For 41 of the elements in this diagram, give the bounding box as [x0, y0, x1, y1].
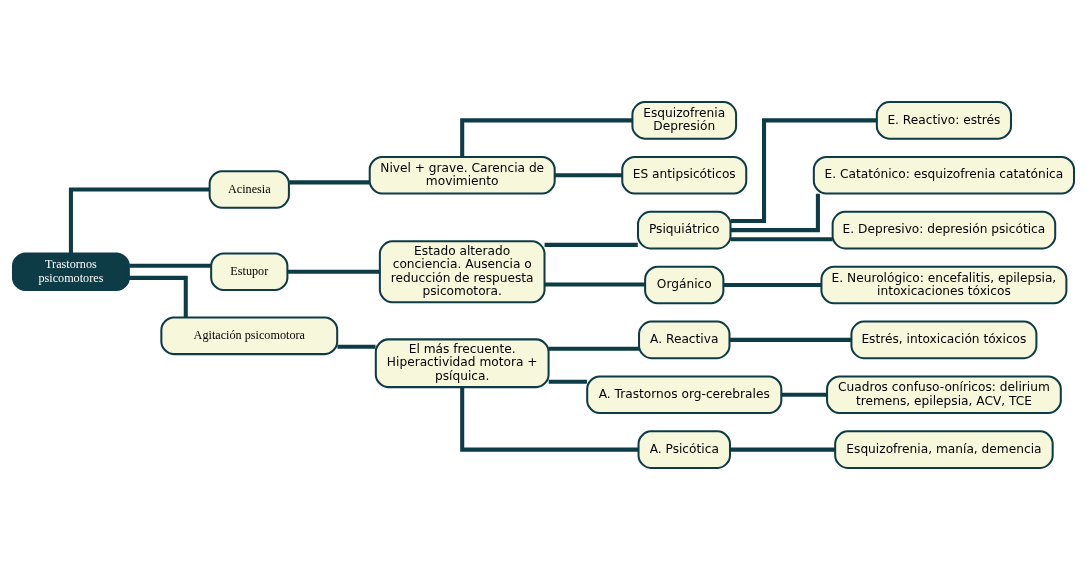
connector	[781, 392, 827, 397]
connector	[460, 117, 633, 157]
node-box: Nivel + grave. Carencia de movimiento	[368, 155, 556, 195]
connector	[723, 282, 822, 287]
connector	[287, 269, 380, 274]
connector	[68, 186, 210, 253]
node-box: E. Reactivo: estrés	[875, 100, 1012, 140]
connector	[730, 447, 835, 452]
node-box: Orgánico	[644, 265, 725, 304]
node-box: A. Trastornos org-cerebrales	[586, 374, 783, 414]
connector	[554, 172, 623, 177]
node-box: A. Reactiva	[638, 320, 731, 359]
node-box: Trastornos psicomotores	[11, 251, 130, 291]
node-box: Acinesia	[208, 169, 290, 209]
node-box: E. Depresivo: depresión psicótica	[831, 210, 1057, 249]
connector	[730, 117, 877, 223]
node-box: Estupor	[210, 251, 289, 291]
connector	[460, 386, 639, 452]
connector	[129, 263, 211, 268]
node-box: ES antipsicóticos	[621, 155, 748, 195]
connector	[729, 337, 852, 342]
connector	[544, 281, 645, 287]
node-box: Estado alterado conciencia. Ausencia o reducción de respuesta psicomotora.	[378, 239, 546, 303]
node-box: E. Neurológico: encefalitis, epilepsia, intoxicaciones tóxicos	[820, 265, 1068, 304]
node-box: A. Psicótica	[637, 429, 731, 469]
node-box: Cuadros confuso-oníricos: delirium tremens, epilepsia, ACV, TCE	[826, 374, 1062, 414]
node-box: Agitación psicomotora	[160, 316, 339, 355]
connector	[544, 242, 638, 247]
connector	[548, 379, 587, 384]
connector	[129, 275, 188, 317]
connector	[730, 236, 833, 241]
node-box: E. Catatónico: esquizofrenia catatónica	[812, 155, 1076, 195]
node-box: El más frecuente. Hiperactividad motora + psíquica.	[374, 337, 550, 388]
node-box: Esquizofrenia Depresión	[631, 100, 738, 140]
connector	[548, 346, 639, 351]
node-box: Esquizofrenia, manía, demencia	[834, 429, 1054, 469]
node-box: Psiquiátrico	[637, 210, 732, 249]
connector	[337, 344, 376, 349]
node-box: Estrés, intoxicación tóxicos	[850, 320, 1038, 359]
connector	[730, 193, 820, 232]
connector	[289, 179, 370, 184]
